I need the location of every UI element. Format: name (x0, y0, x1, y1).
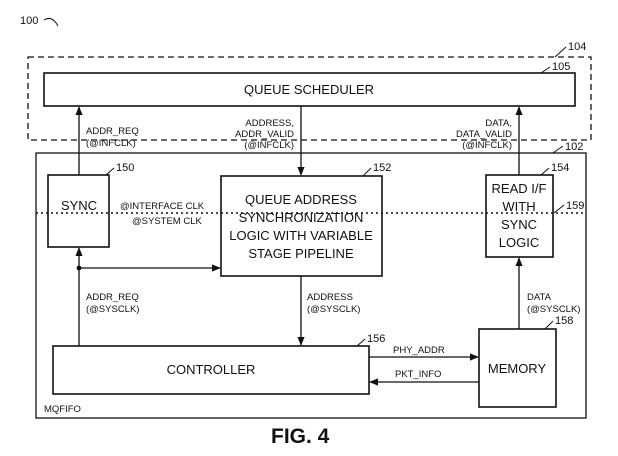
qas-line-3: LOGIC WITH VARIABLE (229, 228, 373, 243)
address-sys-line-2: (@SYSCLK) (307, 304, 360, 315)
memory-label: MEMORY (488, 361, 547, 376)
addr-req-inf-line-2: (@INFCLK) (86, 138, 136, 149)
address-inf-line-1: ADDRESS, (245, 118, 294, 129)
queue-scheduler-ref-leader (541, 67, 550, 73)
boundary-ref: 159 (566, 200, 584, 212)
read-if-ref-leader (541, 168, 549, 175)
sync-ref-leader (106, 168, 114, 175)
address-sys-line-1: ADDRESS (307, 292, 353, 303)
queue-scheduler-label: QUEUE SCHEDULER (244, 82, 374, 97)
data-sys-line-1: DATA (527, 292, 552, 303)
read-if-line-3: SYNC (501, 217, 537, 232)
read-if-line-1: READ I/F (492, 181, 547, 196)
memory-ref: 158 (555, 315, 573, 327)
addr-req-sys-line-2: (@SYSCLK) (86, 304, 139, 315)
boundary-ref-leader (554, 205, 564, 213)
queue-scheduler-ref: 105 (552, 61, 570, 73)
controller-ref-leader (357, 339, 365, 346)
mqfifo-ref-leader (553, 146, 563, 153)
qas-line-2: SYNCHRONIZATION (239, 210, 364, 225)
mqfifo-ref: 102 (565, 141, 583, 153)
pkt-info-label: PKT_INFO (395, 369, 441, 380)
data-inf-line-3: (@INFCLK) (462, 140, 512, 151)
controller-label: CONTROLLER (167, 362, 256, 377)
addr-req-sys-line-1: ADDR_REQ (86, 292, 139, 303)
queue-address-sync-logic-box (221, 176, 382, 276)
interface-clk-label: @INTERFACE CLK (120, 201, 205, 212)
memory-ref-leader (545, 321, 553, 329)
qas-line-4: STAGE PIPELINE (248, 246, 354, 261)
address-inf-line-2: ADDR_VALID (235, 129, 294, 140)
addr-req-inf-line-1: ADDR_REQ (86, 126, 139, 137)
figure-ref-label: 100 (20, 15, 38, 27)
qas-line-1: QUEUE ADDRESS (245, 192, 357, 207)
read-if-ref: 154 (551, 162, 569, 174)
qas-ref-leader (363, 168, 371, 176)
data-sys-line-2: (@SYSCLK) (527, 304, 580, 315)
address-inf-line-3: (@INFCLK) (244, 140, 294, 151)
outer-ref-label: 104 (568, 41, 586, 53)
mqfifo-label: MQFIFO (44, 404, 81, 415)
phy-addr-label: PHY_ADDR (393, 345, 445, 356)
figure-ref-leader (44, 18, 58, 26)
system-clk-label: @SYSTEM CLK (132, 216, 202, 227)
figure-caption: FIG. 4 (271, 425, 330, 448)
sync-ref: 150 (116, 162, 134, 174)
read-if-line-4: LOGIC (499, 235, 539, 250)
qas-ref: 152 (373, 162, 391, 174)
data-inf-line-1: DATA, (485, 118, 512, 129)
addr-req-junction-dot (77, 266, 82, 271)
data-inf-line-2: DATA_VALID (456, 129, 512, 140)
controller-ref: 156 (367, 333, 385, 345)
outer-ref-leader (555, 47, 566, 57)
read-if-line-2: WITH (502, 199, 535, 214)
sync-label: SYNC (61, 198, 97, 213)
